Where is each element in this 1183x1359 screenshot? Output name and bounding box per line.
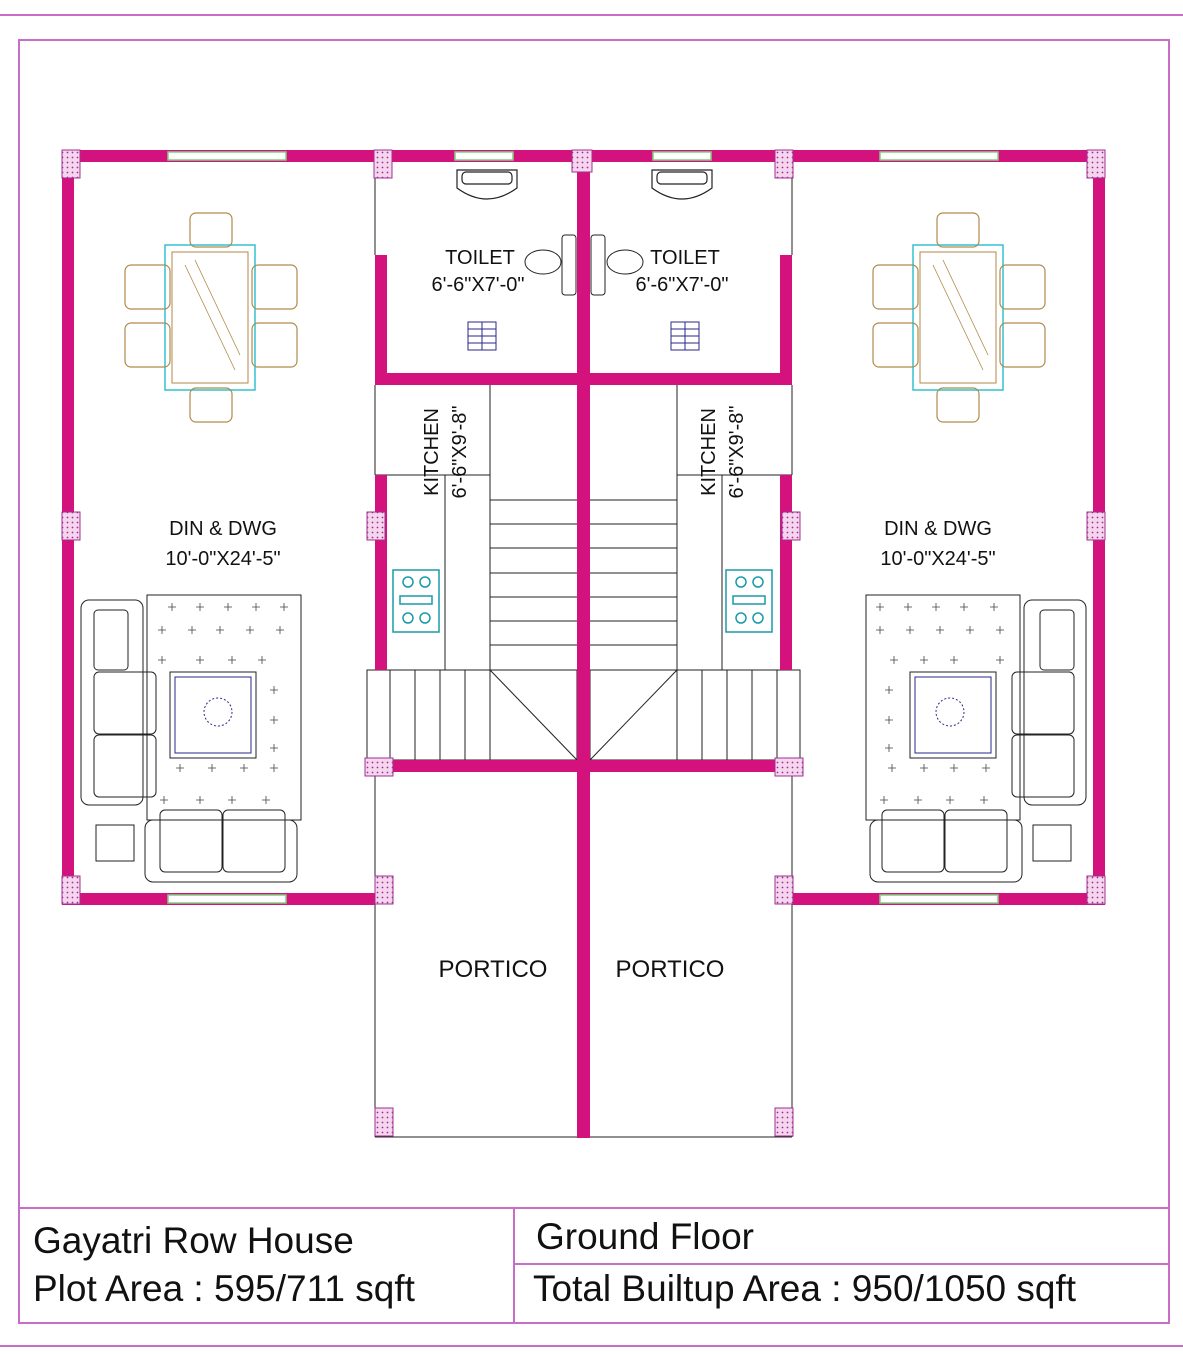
right-toilet-size: 6'-6"X7'-0" (636, 274, 729, 296)
left-portico-name: PORTICO (439, 956, 548, 983)
left-toilet-size: 6'-6"X7'-0" (432, 274, 525, 296)
plot-area: Plot Area : 595/711 sqft (33, 1268, 415, 1309)
living-set-right (865, 594, 1087, 883)
wc-left (524, 234, 577, 296)
floor-name: Ground Floor (536, 1216, 754, 1257)
right-toilet-name: TOILET (650, 247, 720, 269)
dining-table-right (872, 212, 1046, 423)
rug-pattern (158, 603, 1004, 804)
right-din-size: 10'-0"X24'-5" (880, 548, 995, 570)
left-din-name: DIN & DWG (169, 518, 277, 540)
hob-left (392, 569, 440, 633)
dining-table-left (124, 212, 298, 423)
staircase-left (366, 499, 578, 761)
right-din-name: DIN & DWG (884, 518, 992, 540)
windows (167, 151, 999, 904)
right-kitchen-size: 6'-6"X9'-8" (726, 406, 748, 499)
left-din-size: 10'-0"X24'-5" (165, 548, 280, 570)
wc-right (590, 234, 644, 296)
left-kitchen-name: KITCHEN (421, 408, 443, 496)
staircase-right (589, 499, 801, 761)
hob-right (725, 569, 773, 633)
living-set-left (80, 594, 302, 883)
shower-right (670, 321, 700, 351)
sheet-border (0, 14, 1183, 1347)
shower-left (467, 321, 497, 351)
builtup-area: Total Builtup Area : 950/1050 sqft (533, 1268, 1077, 1309)
right-portico-name: PORTICO (616, 956, 725, 983)
left-kitchen-size: 6'-6"X9'-8" (449, 406, 471, 499)
wash-basin-right (651, 169, 713, 200)
right-kitchen-name: KITCHEN (698, 408, 720, 496)
left-toilet-name: TOILET (445, 247, 515, 269)
columns (61, 149, 1106, 1137)
wash-basin-left (456, 169, 518, 200)
project-title: Gayatri Row House (33, 1220, 354, 1261)
title-block-frame (19, 1207, 1169, 1323)
